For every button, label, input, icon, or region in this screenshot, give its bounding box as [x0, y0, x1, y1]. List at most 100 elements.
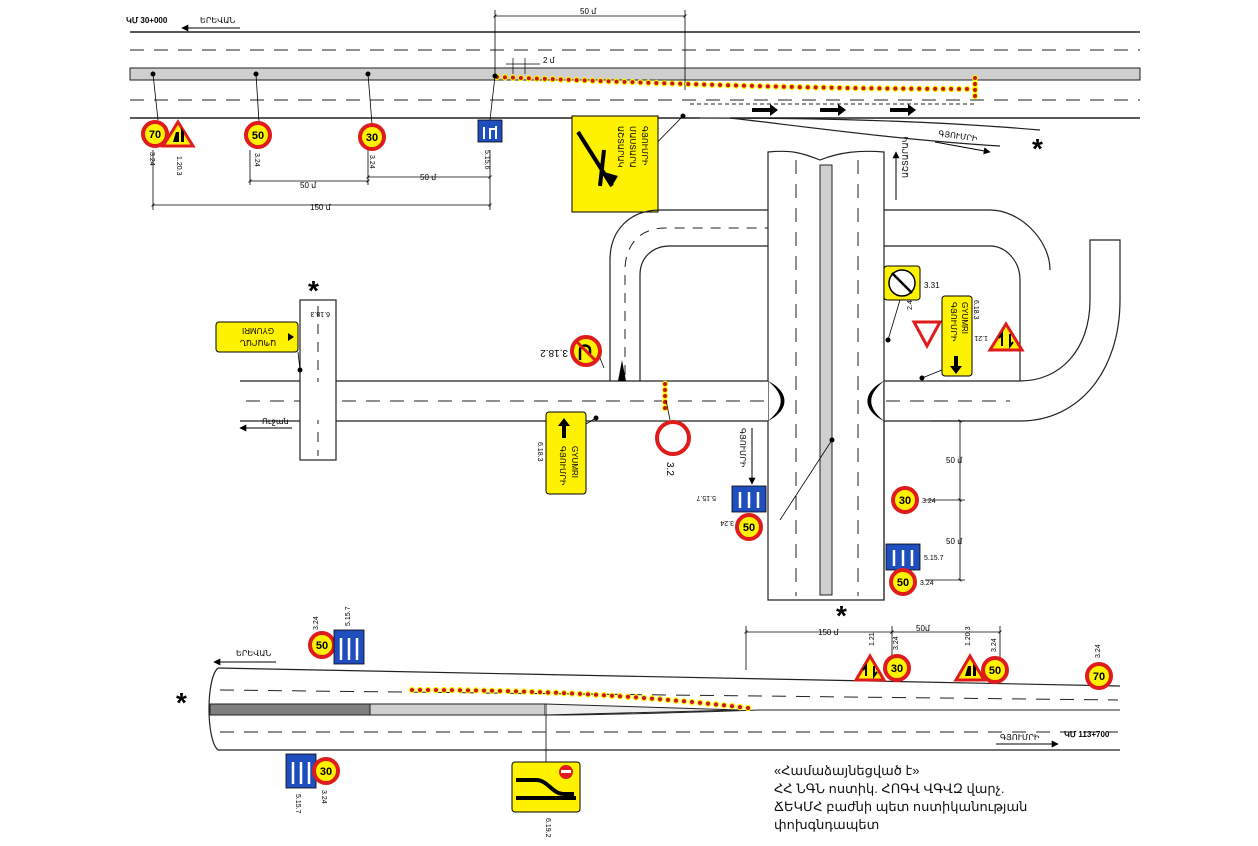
traffic-cone: [780, 83, 788, 90]
traffic-cone: [504, 687, 512, 695]
svg-text:50: 50: [316, 640, 328, 652]
speed-sign-50-top: 50: [244, 121, 272, 149]
traffic-cone: [868, 85, 875, 92]
lane-sign-5157-mid: [731, 485, 767, 513]
speed-sign-70-bottom: 70: [1085, 662, 1113, 690]
svg-text:30: 30: [366, 132, 378, 144]
svg-text:ԳՅՈՒՄՐԻ: ԳՅՈՒՄՐԻ: [640, 126, 649, 166]
traffic-cone: [584, 691, 592, 698]
traffic-cone: [541, 75, 549, 83]
traffic-cone: [616, 693, 624, 700]
traffic-cone: [947, 85, 955, 93]
traffic-cone: [804, 84, 811, 91]
traffic-cone: [621, 78, 628, 86]
traffic-cone: [432, 686, 440, 694]
no-entry-sign-32: [655, 420, 691, 456]
svg-text:30: 30: [899, 495, 911, 507]
svg-text:70: 70: [149, 129, 161, 141]
traffic-cone: [552, 689, 560, 696]
yield-sign-24: [911, 320, 943, 350]
traffic-cone: [597, 77, 604, 85]
code-324-top-a: 3.24: [148, 152, 155, 166]
asterisk-left: *: [308, 275, 319, 306]
traffic-cone: [860, 85, 867, 92]
cone-line-top: [493, 73, 979, 100]
traffic-cone: [828, 84, 835, 91]
traffic-cone: [708, 81, 716, 88]
dim-bottom-150: 150 մ: [818, 628, 840, 637]
traffic-cone: [772, 83, 780, 90]
traffic-cone: [931, 85, 939, 93]
traffic-cone: [589, 77, 596, 84]
code-324-bottom-c: 3.24: [893, 636, 900, 650]
code-324-bottom-e: 3.24: [1095, 644, 1102, 658]
code-324-bottom-a: 3.24: [313, 616, 320, 630]
no-uturn-sign-3182: [570, 335, 602, 367]
svg-text:ԱՇՏԱՐԱԿ: ԱՇՏԱՐԱԿ: [616, 126, 625, 168]
svg-text:GYUMRI: GYUMRI: [960, 302, 969, 334]
traffic-cone: [408, 686, 416, 694]
speed-sign-50-bottom-left: 50: [308, 631, 336, 659]
traffic-cone: [509, 74, 517, 81]
traffic-cone: [696, 699, 704, 707]
interchange-main: [240, 150, 1121, 601]
traffic-cone: [836, 84, 843, 92]
traffic-cone: [720, 702, 728, 709]
code-1203-bottom: 1.20.3: [965, 626, 972, 646]
lane-sign-5156-top: [477, 119, 503, 143]
svg-text:ԳՅՈՒՄՐԻ: ԳՅՈՒՄՐԻ: [949, 302, 958, 342]
warning-sign-1203-bottom: [953, 653, 987, 682]
traffic-cone: [677, 80, 684, 87]
asterisk-bottom-left: *: [176, 687, 187, 718]
svg-text:30: 30: [320, 766, 332, 778]
code-331: 3.31: [924, 281, 940, 290]
right-dimensions: [925, 419, 965, 582]
traffic-cone: [700, 81, 708, 88]
svg-text:50: 50: [897, 577, 909, 589]
code-324-right-a: 3.24: [922, 498, 936, 505]
top-dimensions: [151, 10, 687, 210]
traffic-cone: [728, 702, 736, 710]
direction-gyumri-mid: ԳՅՈՒՄՐԻ: [738, 428, 747, 468]
traffic-cone: [536, 688, 544, 696]
traffic-cone: [661, 386, 669, 394]
traffic-cone: [812, 84, 819, 91]
traffic-cone: [581, 77, 588, 84]
traffic-cone: [464, 687, 472, 694]
traffic-cone: [740, 82, 748, 89]
traffic-cone: [748, 82, 756, 90]
speed-sign-50-mid: 50: [735, 513, 763, 541]
traffic-cone: [744, 704, 752, 712]
lane-merge-sign-6192: [511, 761, 581, 813]
dim-right-50-b: 50 մ: [946, 537, 963, 546]
speed-sign-50-bottom-right: 50: [981, 656, 1009, 684]
speed-sign-70-top: 70: [141, 120, 169, 148]
svg-text:30: 30: [891, 663, 903, 675]
code-121-right: 1.21: [974, 334, 988, 341]
code-324-top-c: 3.24: [368, 155, 375, 169]
code-32: 3.2: [664, 462, 675, 476]
speed-sign-50-right: 50: [889, 568, 917, 596]
code-324-mid: 3.24: [720, 519, 734, 526]
lane-sign-5157-right: [885, 543, 921, 571]
end-restriction-sign-331: [883, 265, 921, 301]
traffic-cone: [544, 689, 552, 696]
svg-text:GYUMRI: GYUMRI: [242, 326, 274, 335]
svg-text:GYUMRI: GYUMRI: [570, 446, 579, 478]
code-24: 2.4: [907, 300, 914, 310]
traffic-cone: [796, 83, 803, 91]
traffic-cone: [573, 76, 580, 84]
traffic-cone: [592, 691, 600, 698]
traffic-cone: [637, 79, 644, 86]
traffic-cone: [549, 75, 556, 83]
dim-top-150: 150 մ: [310, 203, 332, 212]
traffic-cone: [624, 693, 632, 701]
direction-sign-aparan: GYUMRI ԱՊԱՐԱՆ: [215, 321, 299, 353]
traffic-cone: [565, 76, 572, 84]
traffic-cone: [820, 84, 827, 91]
code-6183-right: 6.18.3: [972, 300, 979, 320]
arrow-gyumri-ramp: [934, 141, 991, 155]
traffic-cone: [955, 85, 963, 93]
traffic-cone: [653, 79, 660, 87]
traffic-cone: [716, 81, 724, 89]
